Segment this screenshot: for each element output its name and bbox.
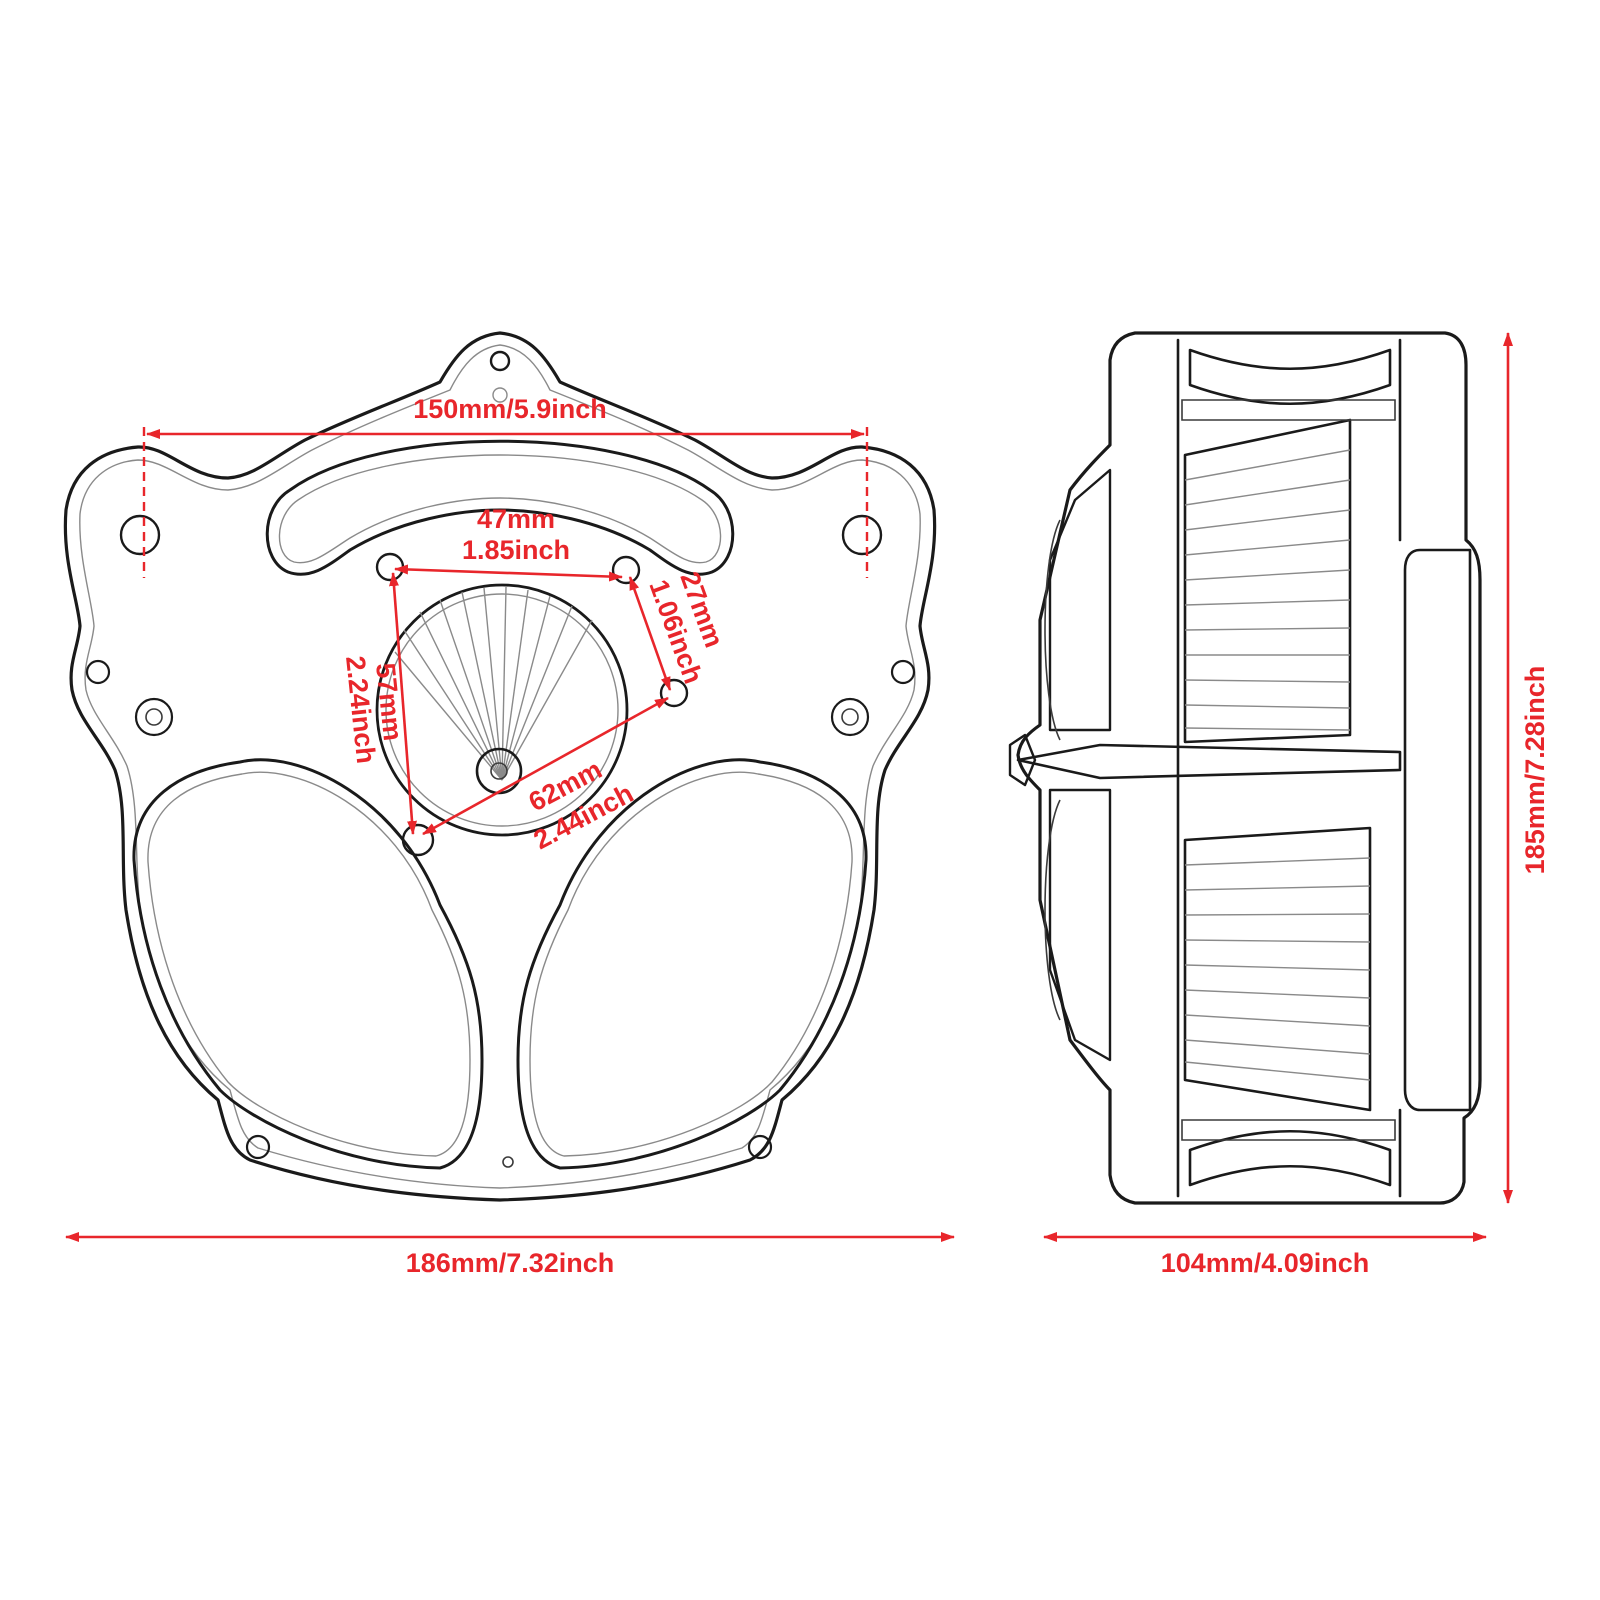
- top-ear-hole: [489, 350, 511, 372]
- front-plate-outline: [63, 331, 937, 1202]
- lower-filter-cone: [1183, 826, 1372, 1112]
- front-view: [63, 331, 937, 1202]
- dim-line-62mm: [422, 696, 669, 836]
- side-intake-lower: [1048, 788, 1112, 1062]
- lower-left-slot: [132, 758, 484, 1170]
- side-frame-outline: [1016, 331, 1482, 1205]
- label-104mm: 104mm/4.09inch: [1161, 1248, 1370, 1278]
- label-150mm: 150mm/5.9inch: [413, 394, 607, 424]
- top-small-hole: [492, 387, 508, 403]
- upper-filter-cone: [1183, 418, 1352, 744]
- side-right-block: [1403, 548, 1472, 1112]
- upper-filter-pleats: [1184, 449, 1351, 731]
- front-plate-inner-edge: [79, 344, 921, 1189]
- label-47mm: 47mm: [477, 504, 555, 534]
- dim-line-27mm: [628, 576, 672, 691]
- bolt-right-upper: [890, 659, 916, 685]
- bolt-right-inner-center: [841, 708, 859, 726]
- side-bottom-bar: [1188, 1130, 1392, 1187]
- top-arc-slot: [265, 439, 735, 576]
- side-spike: [1016, 743, 1402, 780]
- side-intake-upper: [1048, 468, 1112, 732]
- side-window-lower: [1181, 1119, 1396, 1141]
- label-1.85inch: 1.85inch: [462, 535, 570, 565]
- left-mount-hole: [119, 514, 161, 556]
- side-window-upper: [1181, 399, 1396, 421]
- lower-filter-pleats: [1184, 857, 1371, 1081]
- dimensions: 150mm/5.9inch 47mm 1.85inch 27mm 1.06inc…: [65, 332, 1550, 1278]
- bolt-right-inner: [830, 697, 870, 737]
- filter-disk-pleats: [394, 586, 593, 781]
- bottom-small-hole: [502, 1156, 514, 1168]
- right-mount-hole: [841, 514, 883, 556]
- bolt-left-lower: [245, 1134, 271, 1160]
- tri-hole-top-left: [375, 552, 405, 582]
- top-arc-slot-inner: [278, 454, 722, 564]
- bolt-right-lower: [747, 1134, 773, 1160]
- dim-line-47mm: [394, 564, 623, 582]
- label-186mm: 186mm/7.32inch: [406, 1248, 615, 1278]
- tri-hole-top-right: [611, 555, 641, 585]
- side-top-bar: [1188, 348, 1392, 405]
- bolt-left-inner-center: [145, 708, 163, 726]
- dim-line-57mm: [389, 572, 417, 835]
- lower-right-slot-inner: [529, 771, 853, 1157]
- lower-right-slot: [516, 758, 868, 1170]
- bolt-left-inner: [134, 697, 174, 737]
- side-view: [1008, 331, 1482, 1205]
- side-intake-ring: [1044, 519, 1061, 1021]
- tri-hole-right: [659, 678, 689, 708]
- lower-left-slot-inner: [147, 771, 471, 1157]
- bolt-left-upper: [85, 659, 111, 685]
- side-spike-nut: [1008, 733, 1037, 787]
- label-185mm: 185mm/7.28inch: [1520, 666, 1550, 875]
